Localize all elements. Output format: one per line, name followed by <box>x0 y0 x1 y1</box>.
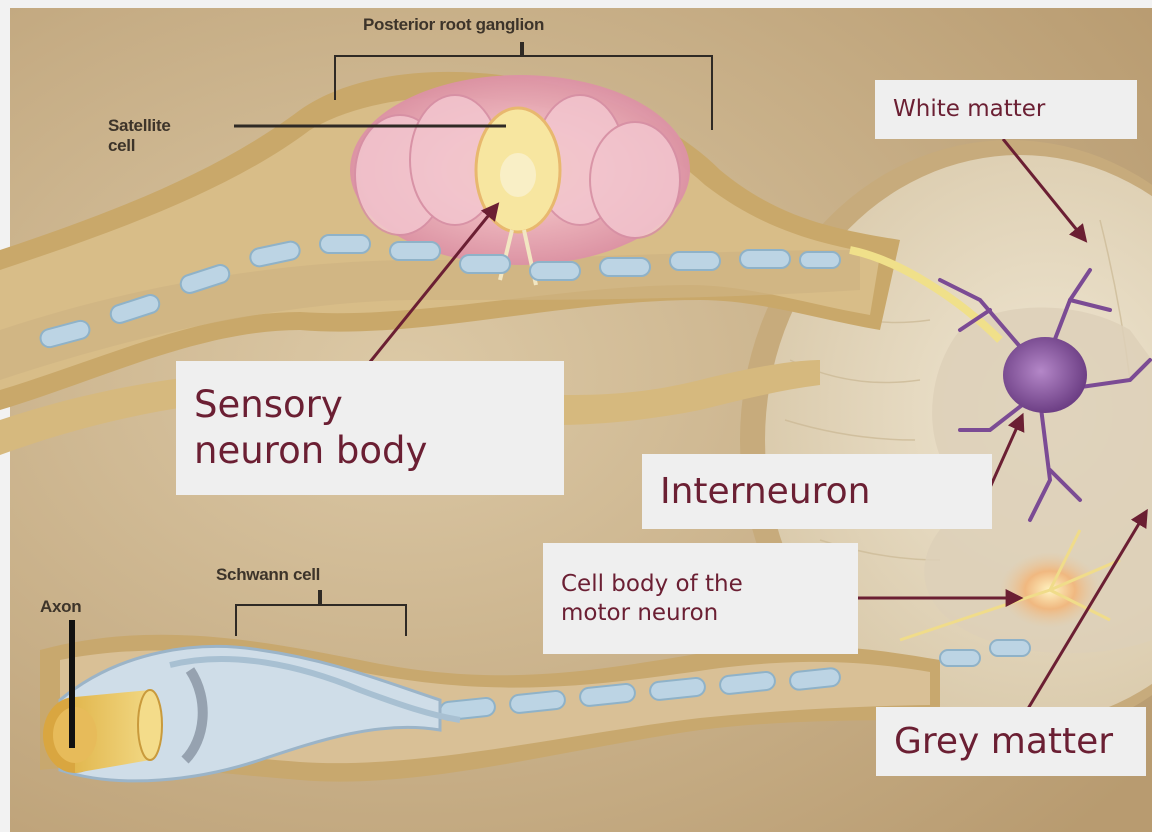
satellite-cell-label: Satellite cell <box>108 116 171 155</box>
sensory-neuron-body-line2: neuron body <box>194 428 427 474</box>
motor-neuron-cell-body-label: Cell body of the motor neuron <box>543 543 858 654</box>
satellite-cell-label-line2: cell <box>108 136 171 156</box>
grey-matter-label: Grey matter <box>876 707 1146 776</box>
interneuron-text: Interneuron <box>660 469 871 514</box>
white-matter-text: White matter <box>893 95 1045 124</box>
schwann-cell-label: Schwann cell <box>216 565 320 585</box>
posterior-root-ganglion-label: Posterior root ganglion <box>363 15 544 35</box>
sensory-neuron-body-line1: Sensory <box>194 382 343 428</box>
motor-neuron-line1: Cell body of the <box>561 570 743 599</box>
interneuron-label: Interneuron <box>642 454 992 529</box>
sensory-neuron-body-label: Sensory neuron body <box>176 361 564 495</box>
satellite-cell-label-line1: Satellite <box>108 116 171 136</box>
motor-neuron-line2: motor neuron <box>561 599 718 628</box>
grey-matter-text: Grey matter <box>894 719 1113 764</box>
white-matter-label: White matter <box>875 80 1137 139</box>
axon-label: Axon <box>40 597 81 617</box>
